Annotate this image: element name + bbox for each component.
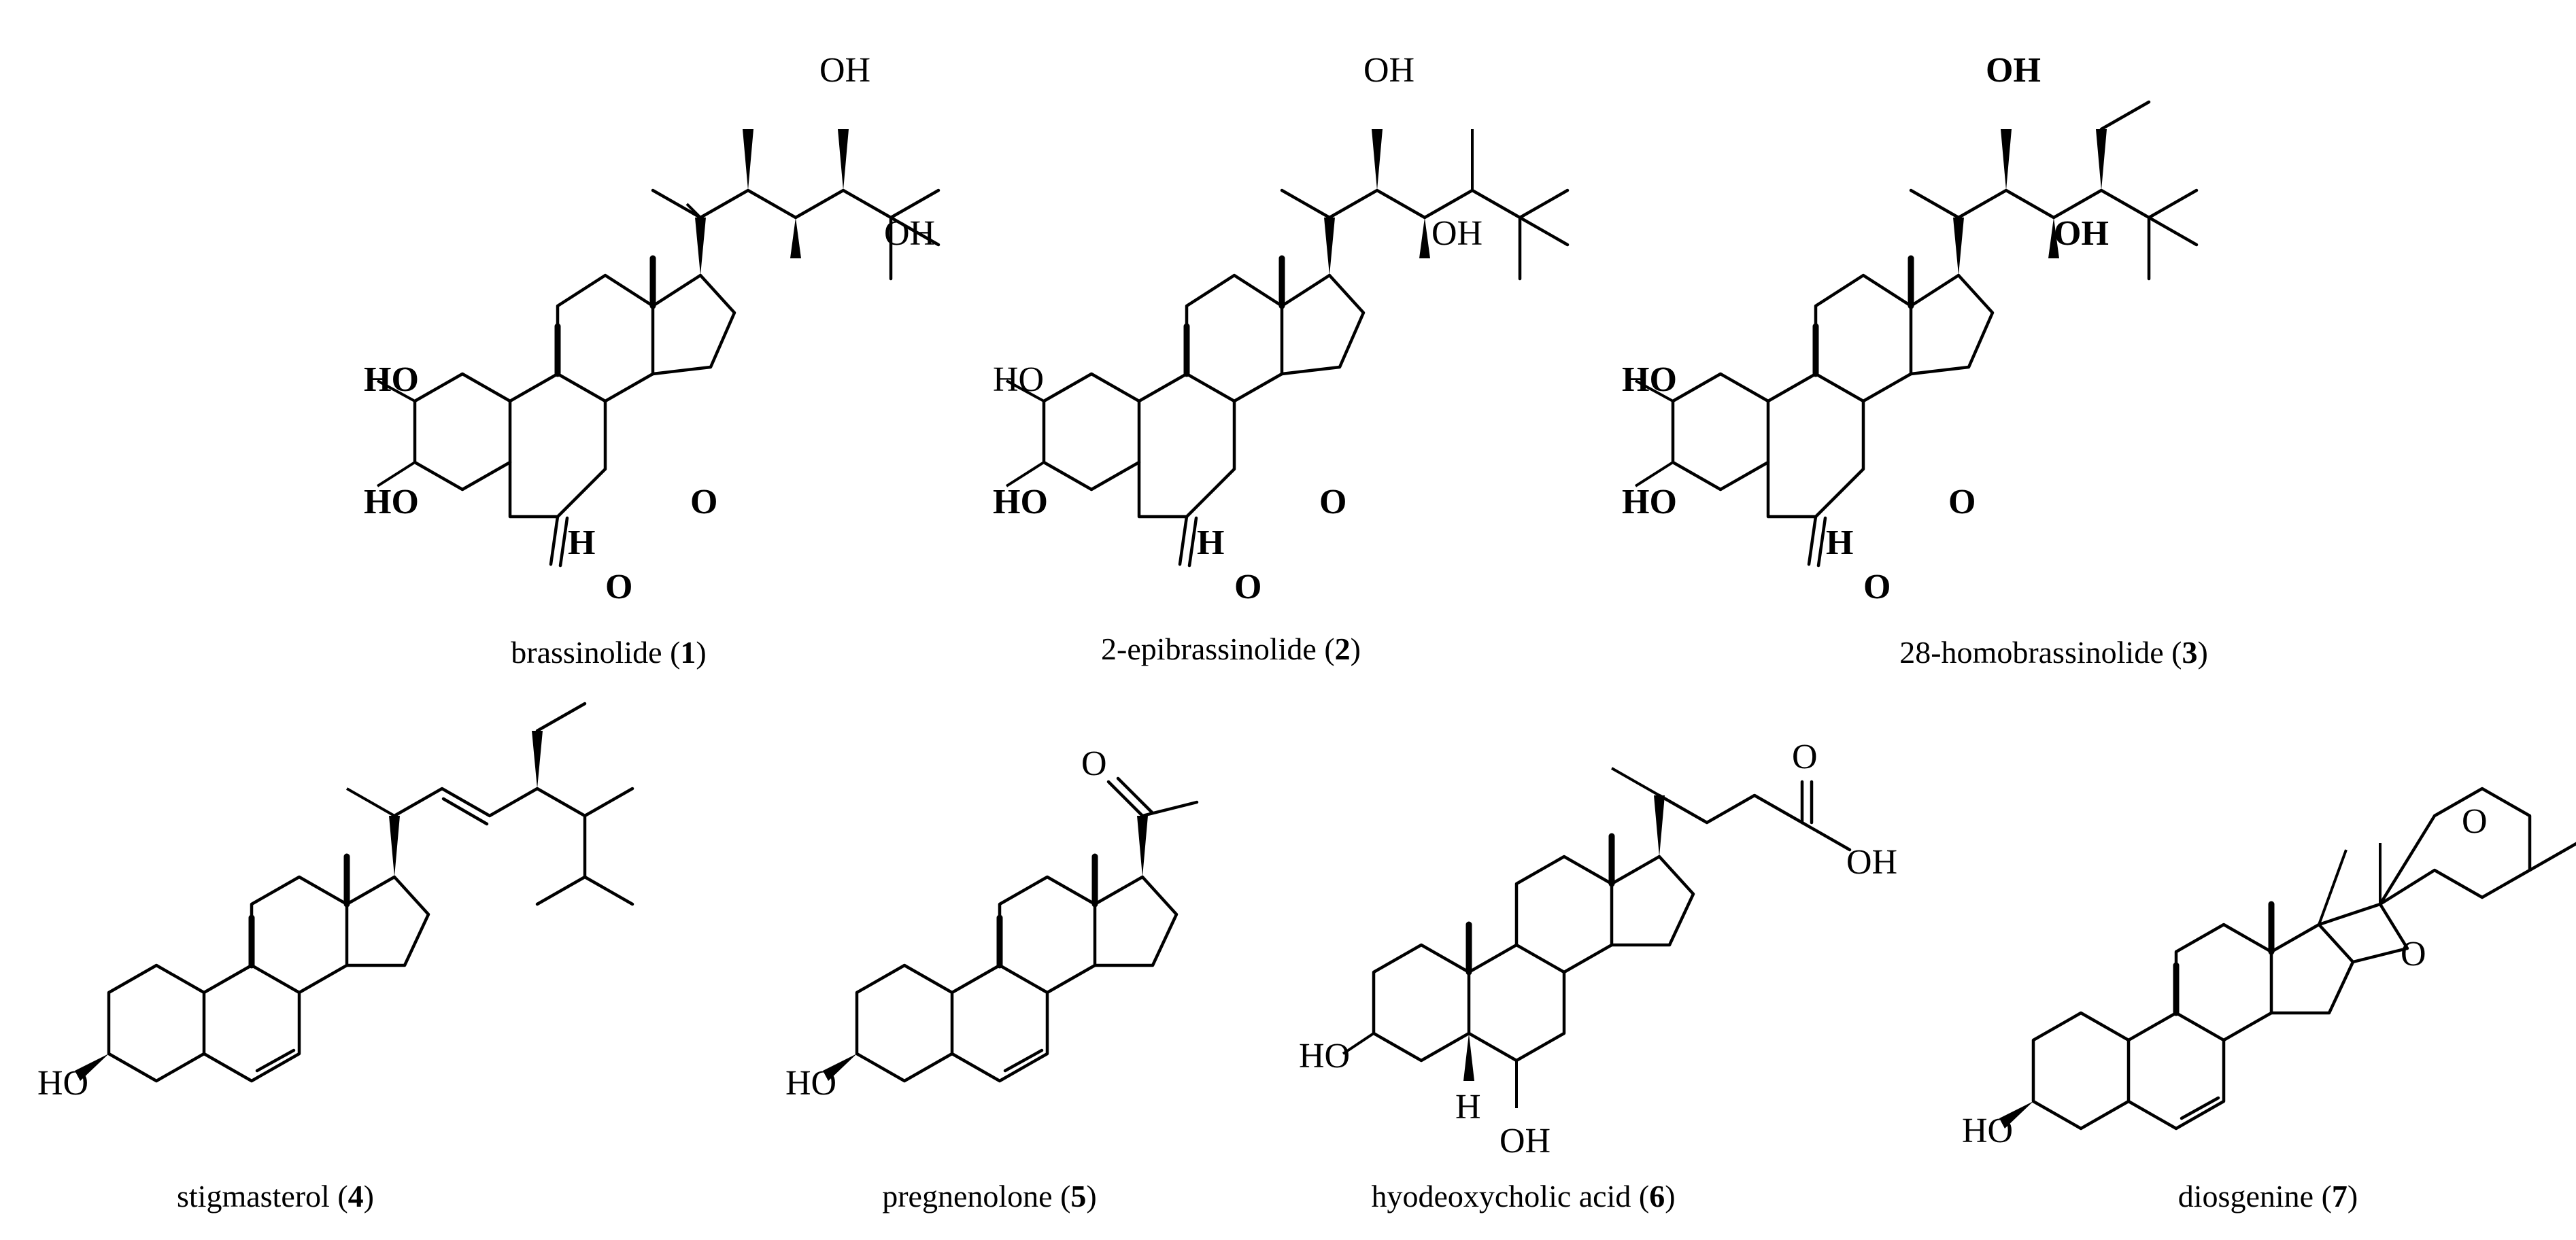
label-ho-3: HO xyxy=(1622,483,1677,521)
label-o-ring2: O xyxy=(2401,935,2426,974)
label-o-ring: O xyxy=(1948,483,1976,521)
label-h: H xyxy=(1455,1088,1481,1126)
label-ho-3: HO xyxy=(785,1064,836,1103)
label-ho-3: HO xyxy=(37,1064,88,1103)
caption-hyodeoxycholic-acid: hyodeoxycholic acid (6) xyxy=(1371,1179,1675,1213)
structure-diosgenine: HO O O diosgenine (7) xyxy=(1962,787,2576,1213)
label-o-carbonyl: O xyxy=(1792,738,1818,776)
label-oh-acid: OH xyxy=(1846,843,1897,882)
label-ho-3: HO xyxy=(364,483,419,521)
label-oh-mid: OH xyxy=(1431,214,1482,253)
label-ho-3: HO xyxy=(993,483,1048,521)
label-o-ring: O xyxy=(690,483,717,521)
structure-brassinolide: OH OH HO HO H O O brassinolide (1) xyxy=(364,51,940,670)
label-o-carbonyl: O xyxy=(605,568,632,606)
label-h: H xyxy=(568,523,595,562)
caption-diosgenine: diosgenine (7) xyxy=(2178,1179,2358,1213)
label-ho-3: HO xyxy=(1299,1037,1350,1075)
label-oh-top: OH xyxy=(1363,51,1414,90)
label-oh-top: OH xyxy=(1986,51,2041,90)
structure-stigmasterol: HO stigmasterol (4) xyxy=(37,702,634,1213)
label-oh-mid: OH xyxy=(2054,214,2109,253)
label-oh-6: OH xyxy=(1499,1122,1550,1160)
label-ho-2: HO xyxy=(1622,360,1677,399)
structure-pregnenolone: HO O pregnenolone (5) xyxy=(785,744,1199,1213)
caption-28-homobrassinolide: 28-homobrassinolide (3) xyxy=(1899,635,2208,670)
label-o-ring: O xyxy=(1319,483,1346,521)
caption-stigmasterol: stigmasterol (4) xyxy=(177,1179,374,1213)
label-h: H xyxy=(1826,523,1853,562)
label-ho-2: HO xyxy=(993,360,1044,399)
label-oh-mid: OH xyxy=(884,214,935,253)
caption-2-epibrassinolide: 2-epibrassinolide (2) xyxy=(1101,632,1361,666)
label-o-carbonyl: O xyxy=(1863,568,1891,606)
label-ho-3: HO xyxy=(1962,1112,2013,1150)
label-h: H xyxy=(1197,523,1224,562)
caption-brassinolide: brassinolide (1) xyxy=(511,635,706,670)
structure-28-homobrassinolide: OH OH HO HO H O O 28-homobrassinolide (3… xyxy=(1622,51,2208,670)
structure-2-epibrassinolide: OH OH HO HO H O O 2-epibrassinolide (2) xyxy=(993,51,1570,666)
label-o-carbonyl: O xyxy=(1234,568,1261,606)
label-o-ketone: O xyxy=(1081,744,1107,783)
label-o-ring1: O xyxy=(2462,802,2488,841)
caption-pregnenolone: pregnenolone (5) xyxy=(882,1179,1097,1213)
label-ho-2: HO xyxy=(364,360,419,399)
structure-hyodeoxycholic-acid: HO H OH O OH hyodeoxycholic acid (6) xyxy=(1299,738,1897,1213)
label-oh-top: OH xyxy=(819,51,870,90)
